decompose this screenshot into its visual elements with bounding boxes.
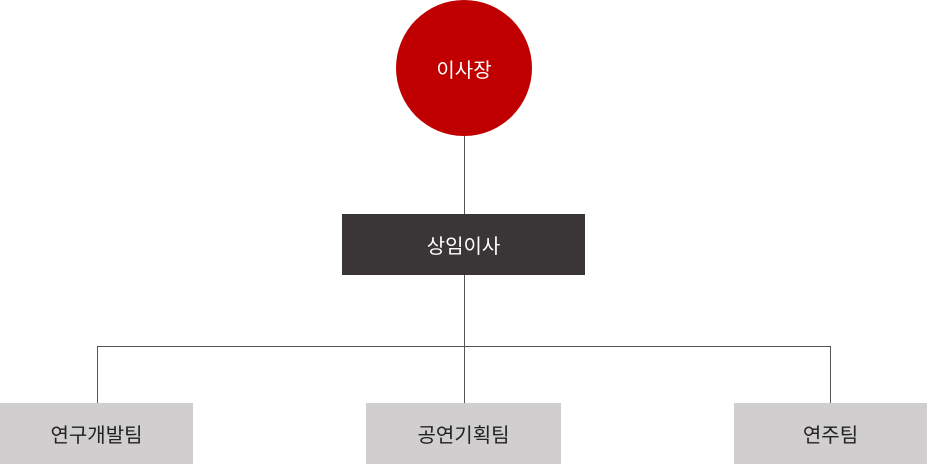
connector-team-left (97, 346, 98, 403)
team-node-planning: 공연기획팀 (366, 403, 561, 464)
team-label: 공연기획팀 (417, 423, 510, 447)
chairman-label: 이사장 (436, 57, 492, 82)
team-node-research: 연구개발팀 (0, 403, 193, 464)
connector-team-right (830, 346, 831, 403)
director-node: 상임이사 (342, 214, 585, 275)
connector-horizontal (97, 346, 831, 347)
director-label: 상임이사 (426, 234, 501, 258)
team-label: 연주팀 (802, 423, 859, 447)
team-node-performance: 연주팀 (734, 403, 927, 464)
connector-director-branch (464, 275, 465, 403)
team-label: 연구개발팀 (50, 423, 143, 447)
chairman-node: 이사장 (396, 0, 532, 136)
connector-chairman-director (464, 136, 465, 214)
